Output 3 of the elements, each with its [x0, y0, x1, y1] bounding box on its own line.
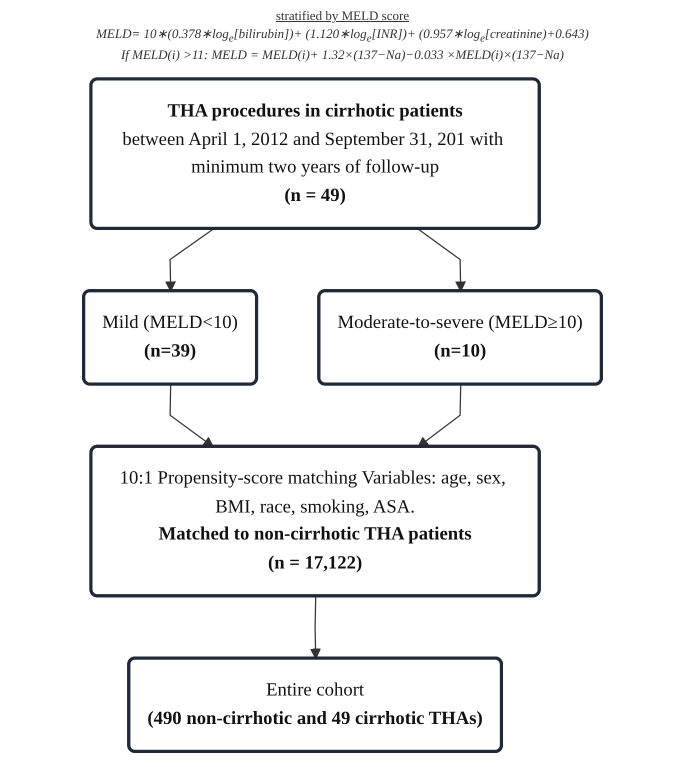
formula-text: If MELD(i) >11: MELD = MELD(i)+ 1.32×(137−Na)−0.033 ×MELD(i)×(137−Na) [120, 46, 565, 63]
edge-note: stratified by MELD score [274, 8, 410, 24]
formula-text: MELD= 10∗(0.378∗log$_{e}$[bilirubin])+ (1.120∗log$_{e}$[INR])+ (0.957∗log$_{e}$[creatinine)+0.643) [96, 26, 589, 45]
